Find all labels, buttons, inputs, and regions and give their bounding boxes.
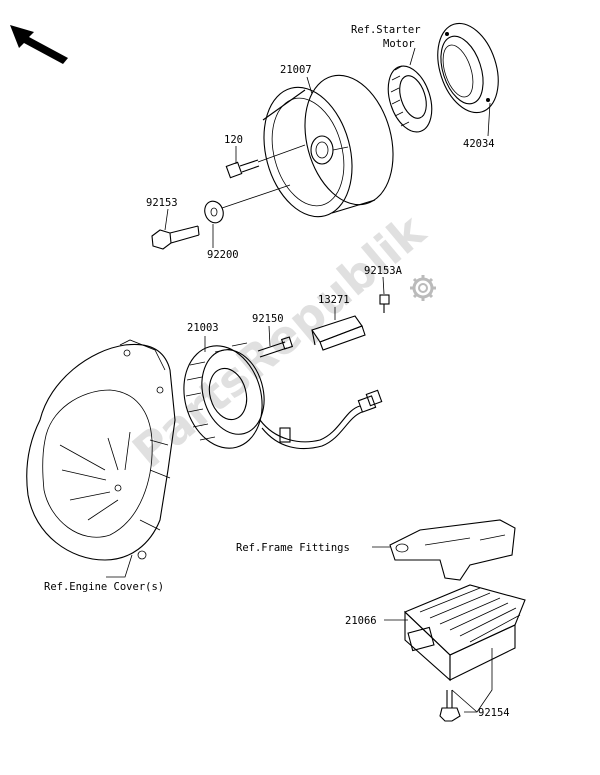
one-way-clutch <box>387 65 433 133</box>
part-label-21066: 21066 <box>345 615 377 627</box>
bolt-120 <box>225 144 306 179</box>
part-label-42034: 42034 <box>463 138 495 150</box>
bolt-92154 <box>439 690 461 722</box>
part-label-21003: 21003 <box>187 322 219 334</box>
stator-21003 <box>183 342 383 450</box>
clamp-13271 <box>311 315 366 351</box>
gear-logo-icon <box>410 275 436 301</box>
bolt-92153 <box>151 225 200 250</box>
washer-92200 <box>204 184 291 224</box>
part-label-92200: 92200 <box>207 249 239 261</box>
part-label-92150: 92150 <box>252 313 284 325</box>
part-label-21007: 21007 <box>280 64 312 76</box>
part-label-92153: 92153 <box>146 197 178 209</box>
part-label-92154: 92154 <box>478 707 510 719</box>
regulator-21066 <box>404 584 526 682</box>
ref-frame-fittings-label: Ref.Frame Fittings <box>236 542 350 554</box>
bolt-92150 <box>257 336 294 358</box>
frame-fittings-ref <box>389 519 516 581</box>
front-direction-arrow-icon <box>10 25 68 64</box>
bolt-92153A <box>379 294 390 313</box>
ref-starter-motor-label-line1: Ref.Starter <box>351 24 421 36</box>
engine-cover-ref <box>26 339 176 561</box>
ref-engine-cover-label: Ref.Engine Cover(s) <box>44 581 164 593</box>
starter-clutch-cover-42034 <box>437 22 499 114</box>
part-label-92153A: 92153A <box>364 265 403 277</box>
part-label-120: 120 <box>224 134 243 146</box>
leader-lines <box>106 47 493 713</box>
part-label-13271: 13271 <box>318 294 350 306</box>
rotor-21007 <box>262 74 394 218</box>
ref-starter-motor-label-line2: Motor <box>383 38 415 50</box>
